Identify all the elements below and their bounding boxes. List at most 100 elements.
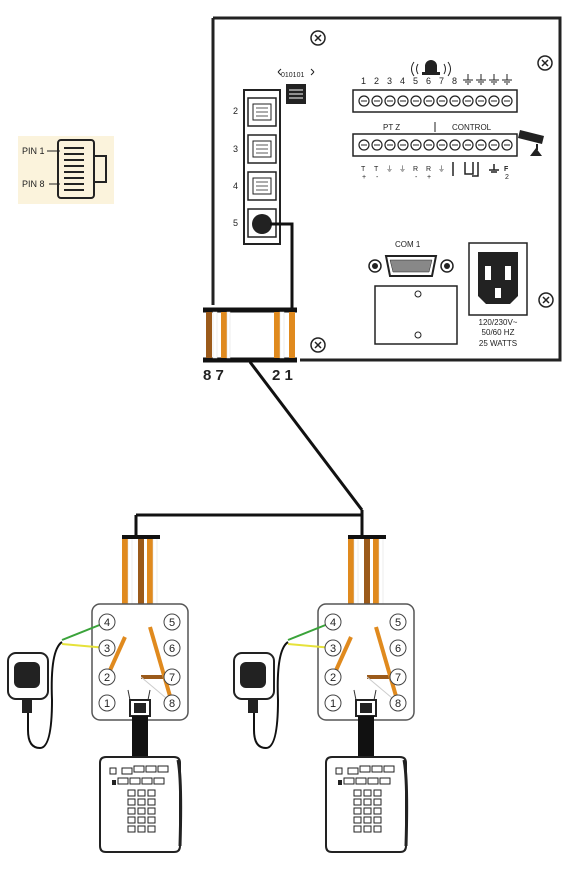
terminal-pin-8[interactable]: 8 bbox=[389, 694, 407, 712]
terminal-pin-4[interactable]: 4 bbox=[98, 613, 116, 631]
keypad-key[interactable] bbox=[347, 767, 359, 775]
keypad-key[interactable] bbox=[137, 798, 146, 806]
keypad-key[interactable] bbox=[109, 767, 117, 775]
control-terminal-label: F bbox=[504, 166, 509, 173]
keypad-key[interactable] bbox=[363, 789, 372, 797]
terminal-screw[interactable] bbox=[462, 139, 474, 151]
keypad-key[interactable] bbox=[363, 825, 372, 833]
terminal-pin-6[interactable]: 6 bbox=[163, 639, 181, 657]
terminal-screw[interactable] bbox=[449, 139, 461, 151]
keypad-key[interactable] bbox=[373, 798, 382, 806]
port-number: 2 bbox=[233, 106, 238, 116]
terminal-pin-2[interactable]: 2 bbox=[324, 668, 342, 686]
terminal-screw[interactable] bbox=[371, 139, 383, 151]
terminal-pin-2[interactable]: 2 bbox=[98, 668, 116, 686]
terminal-screw[interactable] bbox=[410, 139, 422, 151]
keypad-key[interactable] bbox=[127, 825, 136, 833]
keypad-key[interactable] bbox=[353, 816, 362, 824]
terminal-screw[interactable] bbox=[397, 139, 409, 151]
keypad-key[interactable] bbox=[127, 789, 136, 797]
terminal-screw[interactable] bbox=[397, 95, 409, 107]
keypad-key[interactable] bbox=[373, 789, 382, 797]
keypad-key[interactable] bbox=[147, 807, 156, 815]
keypad-key[interactable] bbox=[117, 777, 129, 785]
keypad-key[interactable] bbox=[359, 765, 371, 773]
terminal-pin-5[interactable]: 5 bbox=[163, 613, 181, 631]
terminal-screw[interactable] bbox=[488, 139, 500, 151]
rj45-jack-2[interactable] bbox=[247, 97, 277, 127]
keypad-key[interactable] bbox=[127, 816, 136, 824]
keypad-key[interactable] bbox=[153, 777, 165, 785]
keypad-key[interactable] bbox=[157, 765, 169, 773]
keypad-key[interactable] bbox=[353, 807, 362, 815]
rj45-jack-4[interactable] bbox=[247, 171, 277, 201]
ptz-terminal-sign: + bbox=[427, 174, 431, 181]
rj45-jack-3[interactable] bbox=[247, 134, 277, 164]
ribbon-connector[interactable] bbox=[355, 699, 377, 717]
keypad-key[interactable] bbox=[363, 807, 372, 815]
keypad-key[interactable] bbox=[335, 767, 343, 775]
ribbon-connector[interactable] bbox=[129, 699, 151, 717]
power-inlet[interactable] bbox=[468, 242, 528, 316]
keypad-reader[interactable] bbox=[325, 756, 409, 853]
terminal-screw[interactable] bbox=[384, 139, 396, 151]
keypad-key[interactable] bbox=[133, 765, 145, 773]
terminal-screw[interactable] bbox=[475, 95, 487, 107]
terminal-screw[interactable] bbox=[436, 95, 448, 107]
terminal-pin-6[interactable]: 6 bbox=[389, 639, 407, 657]
keypad-key[interactable] bbox=[145, 765, 157, 773]
terminal-pin-7[interactable]: 7 bbox=[163, 668, 181, 686]
terminal-screw[interactable] bbox=[371, 95, 383, 107]
terminal-pin-3[interactable]: 3 bbox=[324, 639, 342, 657]
keypad-key[interactable] bbox=[129, 777, 141, 785]
keypad-key[interactable] bbox=[353, 798, 362, 806]
keypad-key[interactable] bbox=[137, 816, 146, 824]
keypad-key[interactable] bbox=[371, 765, 383, 773]
terminal-screw[interactable] bbox=[501, 95, 513, 107]
keypad-key[interactable] bbox=[355, 777, 367, 785]
terminal-pin-3[interactable]: 3 bbox=[98, 639, 116, 657]
keypad-key[interactable] bbox=[147, 798, 156, 806]
keypad-key[interactable] bbox=[367, 777, 379, 785]
terminal-pin-5[interactable]: 5 bbox=[389, 613, 407, 631]
keypad-key[interactable] bbox=[363, 798, 372, 806]
terminal-screw[interactable] bbox=[423, 139, 435, 151]
keypad-key[interactable] bbox=[373, 816, 382, 824]
keypad-key[interactable] bbox=[379, 777, 391, 785]
keypad-key[interactable] bbox=[373, 807, 382, 815]
keypad-key[interactable] bbox=[147, 789, 156, 797]
com1-port[interactable]: COM 1 bbox=[368, 240, 454, 277]
keypad-key[interactable] bbox=[137, 807, 146, 815]
keypad-reader[interactable] bbox=[99, 756, 183, 853]
terminal-screw[interactable] bbox=[423, 95, 435, 107]
keypad-key[interactable] bbox=[343, 777, 355, 785]
keypad-key[interactable] bbox=[383, 765, 395, 773]
keypad-key[interactable] bbox=[141, 777, 153, 785]
terminal-screw[interactable] bbox=[488, 95, 500, 107]
keypad-key[interactable] bbox=[353, 789, 362, 797]
terminal-pin-8[interactable]: 8 bbox=[163, 694, 181, 712]
terminal-screw[interactable] bbox=[358, 139, 370, 151]
keypad-key[interactable] bbox=[121, 767, 133, 775]
keypad-key[interactable] bbox=[127, 807, 136, 815]
terminal-screw[interactable] bbox=[436, 139, 448, 151]
keypad-key[interactable] bbox=[373, 825, 382, 833]
keypad-key[interactable] bbox=[147, 816, 156, 824]
terminal-screw[interactable] bbox=[475, 139, 487, 151]
keypad-key[interactable] bbox=[147, 825, 156, 833]
terminal-screw[interactable] bbox=[384, 95, 396, 107]
terminal-pin-1[interactable]: 1 bbox=[98, 694, 116, 712]
keypad-key[interactable] bbox=[353, 825, 362, 833]
terminal-pin-1[interactable]: 1 bbox=[324, 694, 342, 712]
keypad-key[interactable] bbox=[127, 798, 136, 806]
terminal-screw[interactable] bbox=[462, 95, 474, 107]
terminal-screw[interactable] bbox=[501, 139, 513, 151]
terminal-screw[interactable] bbox=[358, 95, 370, 107]
keypad-key[interactable] bbox=[363, 816, 372, 824]
terminal-screw[interactable] bbox=[410, 95, 422, 107]
keypad-key[interactable] bbox=[137, 825, 146, 833]
terminal-screw[interactable] bbox=[449, 95, 461, 107]
terminal-pin-7[interactable]: 7 bbox=[389, 668, 407, 686]
terminal-pin-4[interactable]: 4 bbox=[324, 613, 342, 631]
keypad-key[interactable] bbox=[137, 789, 146, 797]
